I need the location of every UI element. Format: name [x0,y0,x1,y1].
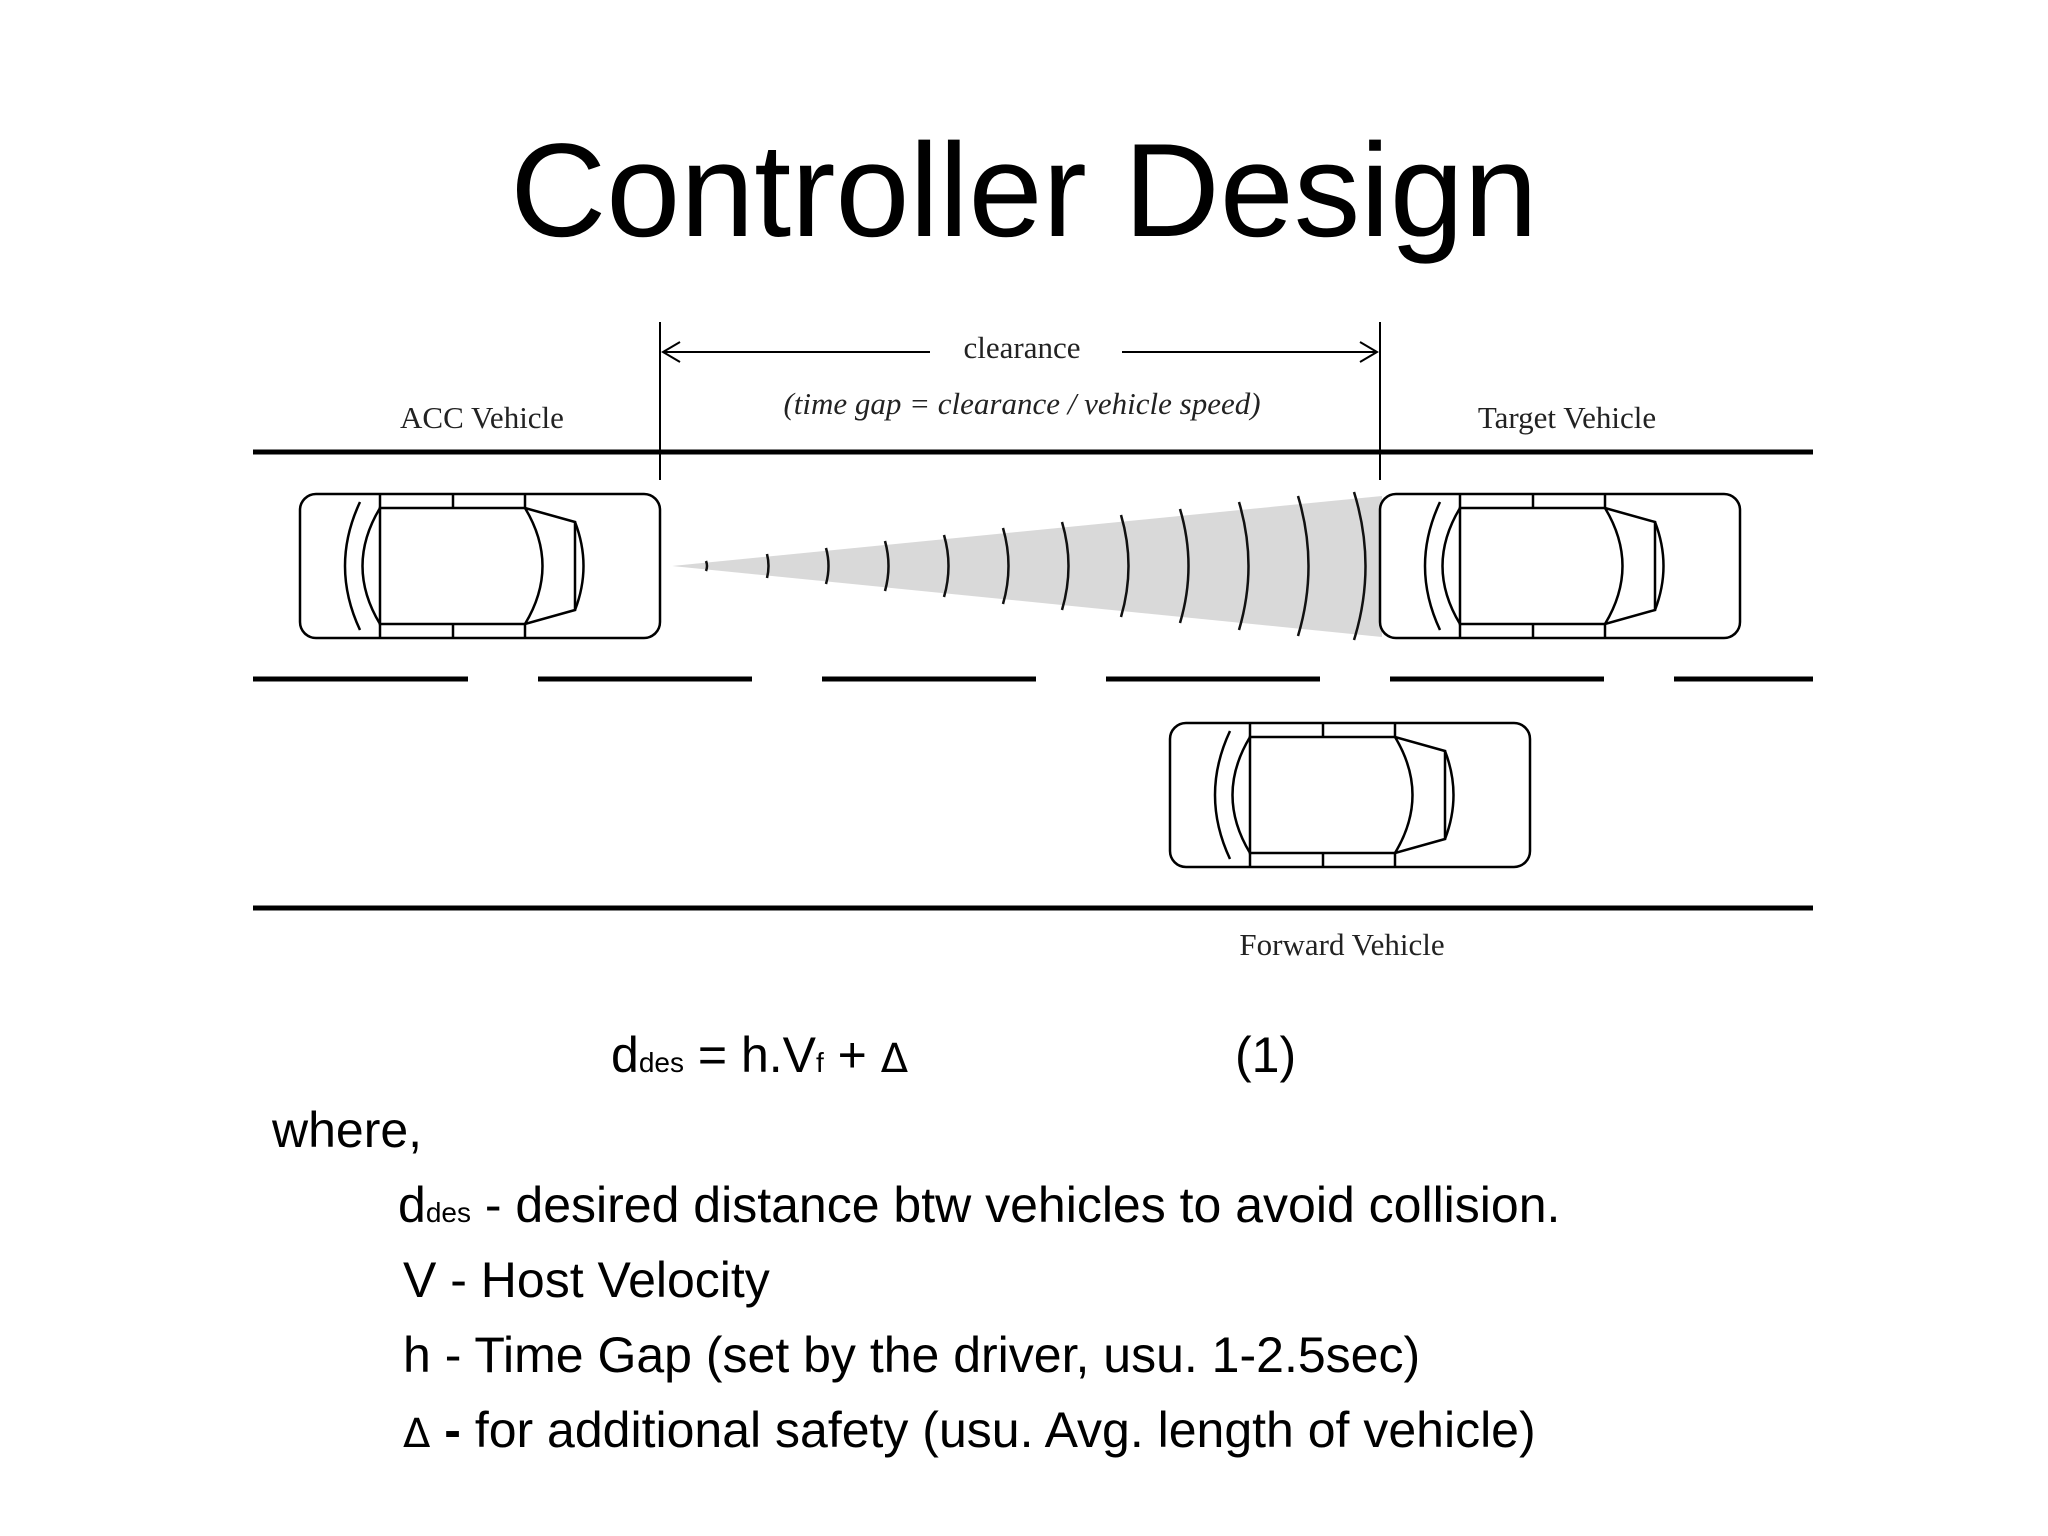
definition-dash: - [430,1402,461,1458]
equation-plus: + [823,1027,881,1083]
equation-number: (1) [1235,1027,1297,1083]
radar-beam [672,496,1382,637]
equation-d: d [611,1027,639,1083]
equation: ddes = h.Vf + Δ [611,1030,908,1080]
equation-delta: Δ [880,1036,909,1082]
definition-symbol: Δ [403,1411,431,1457]
slide-title: Controller Design [510,117,1538,265]
target-vehicle-label: Target Vehicle [1478,400,1656,435]
acc-vehicle-car [298,492,662,640]
clearance-arrow [661,341,1379,363]
radar-wave-arcs [704,491,1367,641]
definition-symbol: h [403,1327,431,1383]
target-vehicle-car [1378,492,1742,640]
definition-text: - desired distance btw vehicles to avoid… [470,1177,1561,1233]
equation-middle: = h.V [683,1027,816,1083]
forward-vehicle-label: Forward Vehicle [1239,927,1444,962]
equation-d-subscript: des [638,1047,684,1078]
forward-vehicle-car [1168,721,1532,869]
definition-symbol: V [403,1252,437,1308]
definition-text: for additional safety (usu. Avg. length … [460,1402,1536,1458]
where-label: where, [272,1102,423,1158]
definition-d-des: ddes - desired distance btw vehicles to … [398,1180,1560,1230]
definition-v: V - Host Velocity [403,1255,770,1305]
definition-text: - Time Gap (set by the driver, usu. 1-2.… [430,1327,1421,1383]
time-gap-label: (time gap = clearance / vehicle speed) [783,386,1260,421]
equation-v-subscript: f [816,1047,824,1078]
definition-h: h - Time Gap (set by the driver, usu. 1-… [403,1330,1420,1380]
definition-symbol: d [398,1177,426,1233]
definition-subscript: des [425,1197,471,1228]
definition-text: - Host Velocity [436,1252,770,1308]
definition-delta: Δ - for additional safety (usu. Avg. len… [403,1405,1536,1455]
acc-vehicle-label: ACC Vehicle [400,400,564,435]
clearance-label: clearance [964,330,1081,365]
